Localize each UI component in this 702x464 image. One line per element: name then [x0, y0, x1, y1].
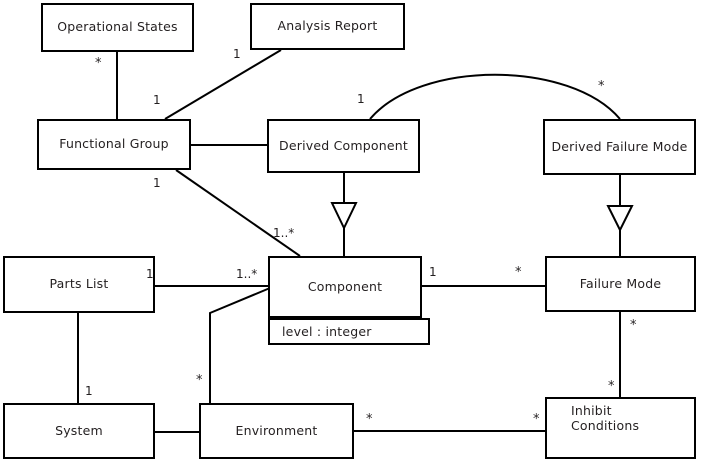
multiplicity-label: 1: [153, 93, 161, 107]
class-name-system: System: [55, 422, 103, 438]
multiplicity-label: 1: [146, 267, 154, 281]
multiplicity-label: *: [630, 318, 637, 333]
class-name-compartment: Failure Mode: [547, 258, 694, 310]
multiplicity-label: 1..*: [273, 226, 295, 240]
multiplicity-label: 1: [233, 47, 241, 61]
class-name-analysis-report: Analysis Report: [277, 18, 378, 34]
edge-functionalgroup-component[interactable]: [175, 169, 301, 257]
edge-functionalgroup-analysisreport[interactable]: [164, 49, 282, 120]
class-name-compartment: Operational States: [43, 5, 192, 50]
edge-derivedcomponent-derivedfailuremode[interactable]: [369, 73, 621, 120]
edge-component-environment[interactable]: [209, 287, 271, 403]
multiplicity-label: 1: [357, 92, 365, 106]
class-name-derived-failure-mode: Derived Failure Mode: [551, 138, 688, 154]
multiplicity-label: 1: [85, 384, 93, 398]
class-name-compartment: Component: [270, 258, 420, 316]
multiplicity-label: 1..*: [236, 267, 258, 281]
arrow-failuremode-generalization: [606, 205, 634, 233]
multiplicity-label: *: [598, 79, 605, 94]
arrow-component-generalization: [330, 202, 358, 231]
class-box-parts-list[interactable]: Parts List: [3, 256, 155, 313]
class-name-compartment: Analysis Report: [252, 5, 403, 48]
class-name-component: Component: [307, 278, 383, 294]
multiplicity-label: *: [95, 56, 102, 71]
multiplicity-label: 1: [153, 176, 161, 190]
class-box-derived-failure-mode[interactable]: Derived Failure Mode: [543, 119, 696, 175]
class-attribute-compartment-component[interactable]: level : integer: [268, 318, 430, 345]
class-name-compartment: Parts List: [5, 258, 153, 311]
multiplicity-label: *: [515, 265, 522, 280]
class-box-environment[interactable]: Environment: [199, 403, 354, 459]
class-attribute-component-level: level : integer: [282, 324, 372, 339]
class-name-compartment: Inhibit Conditions: [547, 399, 694, 457]
class-box-operational-states[interactable]: Operational States: [41, 3, 194, 52]
class-box-component[interactable]: Component: [268, 256, 422, 318]
class-name-compartment: Derived Component: [269, 121, 418, 171]
class-box-failure-mode[interactable]: Failure Mode: [545, 256, 696, 312]
multiplicity-label: *: [608, 379, 615, 394]
class-name-parts-list: Parts List: [49, 276, 109, 292]
class-name-compartment: Environment: [201, 405, 352, 457]
class-name-environment: Environment: [235, 422, 318, 438]
class-name-inhibit-conditions: Inhibit Conditions: [571, 403, 640, 433]
class-name-failure-mode: Failure Mode: [579, 275, 662, 291]
multiplicity-label: 1: [429, 265, 437, 279]
multiplicity-label: *: [196, 373, 203, 388]
class-box-analysis-report[interactable]: Analysis Report: [250, 3, 405, 50]
class-box-system[interactable]: System: [3, 403, 155, 459]
class-name-functional-group: Functional Group: [59, 136, 169, 152]
multiplicity-label: *: [533, 412, 540, 427]
class-name-compartment: Functional Group: [39, 121, 189, 168]
class-box-inhibit-conditions[interactable]: Inhibit Conditions: [545, 397, 696, 459]
class-box-derived-component[interactable]: Derived Component: [267, 119, 420, 173]
class-name-derived-component: Derived Component: [279, 137, 408, 153]
multiplicity-label: *: [366, 412, 373, 427]
class-name-compartment: System: [5, 405, 153, 457]
class-name-operational-states: Operational States: [57, 19, 178, 35]
class-name-compartment: Derived Failure Mode: [545, 121, 694, 173]
class-box-functional-group[interactable]: Functional Group: [37, 119, 191, 170]
